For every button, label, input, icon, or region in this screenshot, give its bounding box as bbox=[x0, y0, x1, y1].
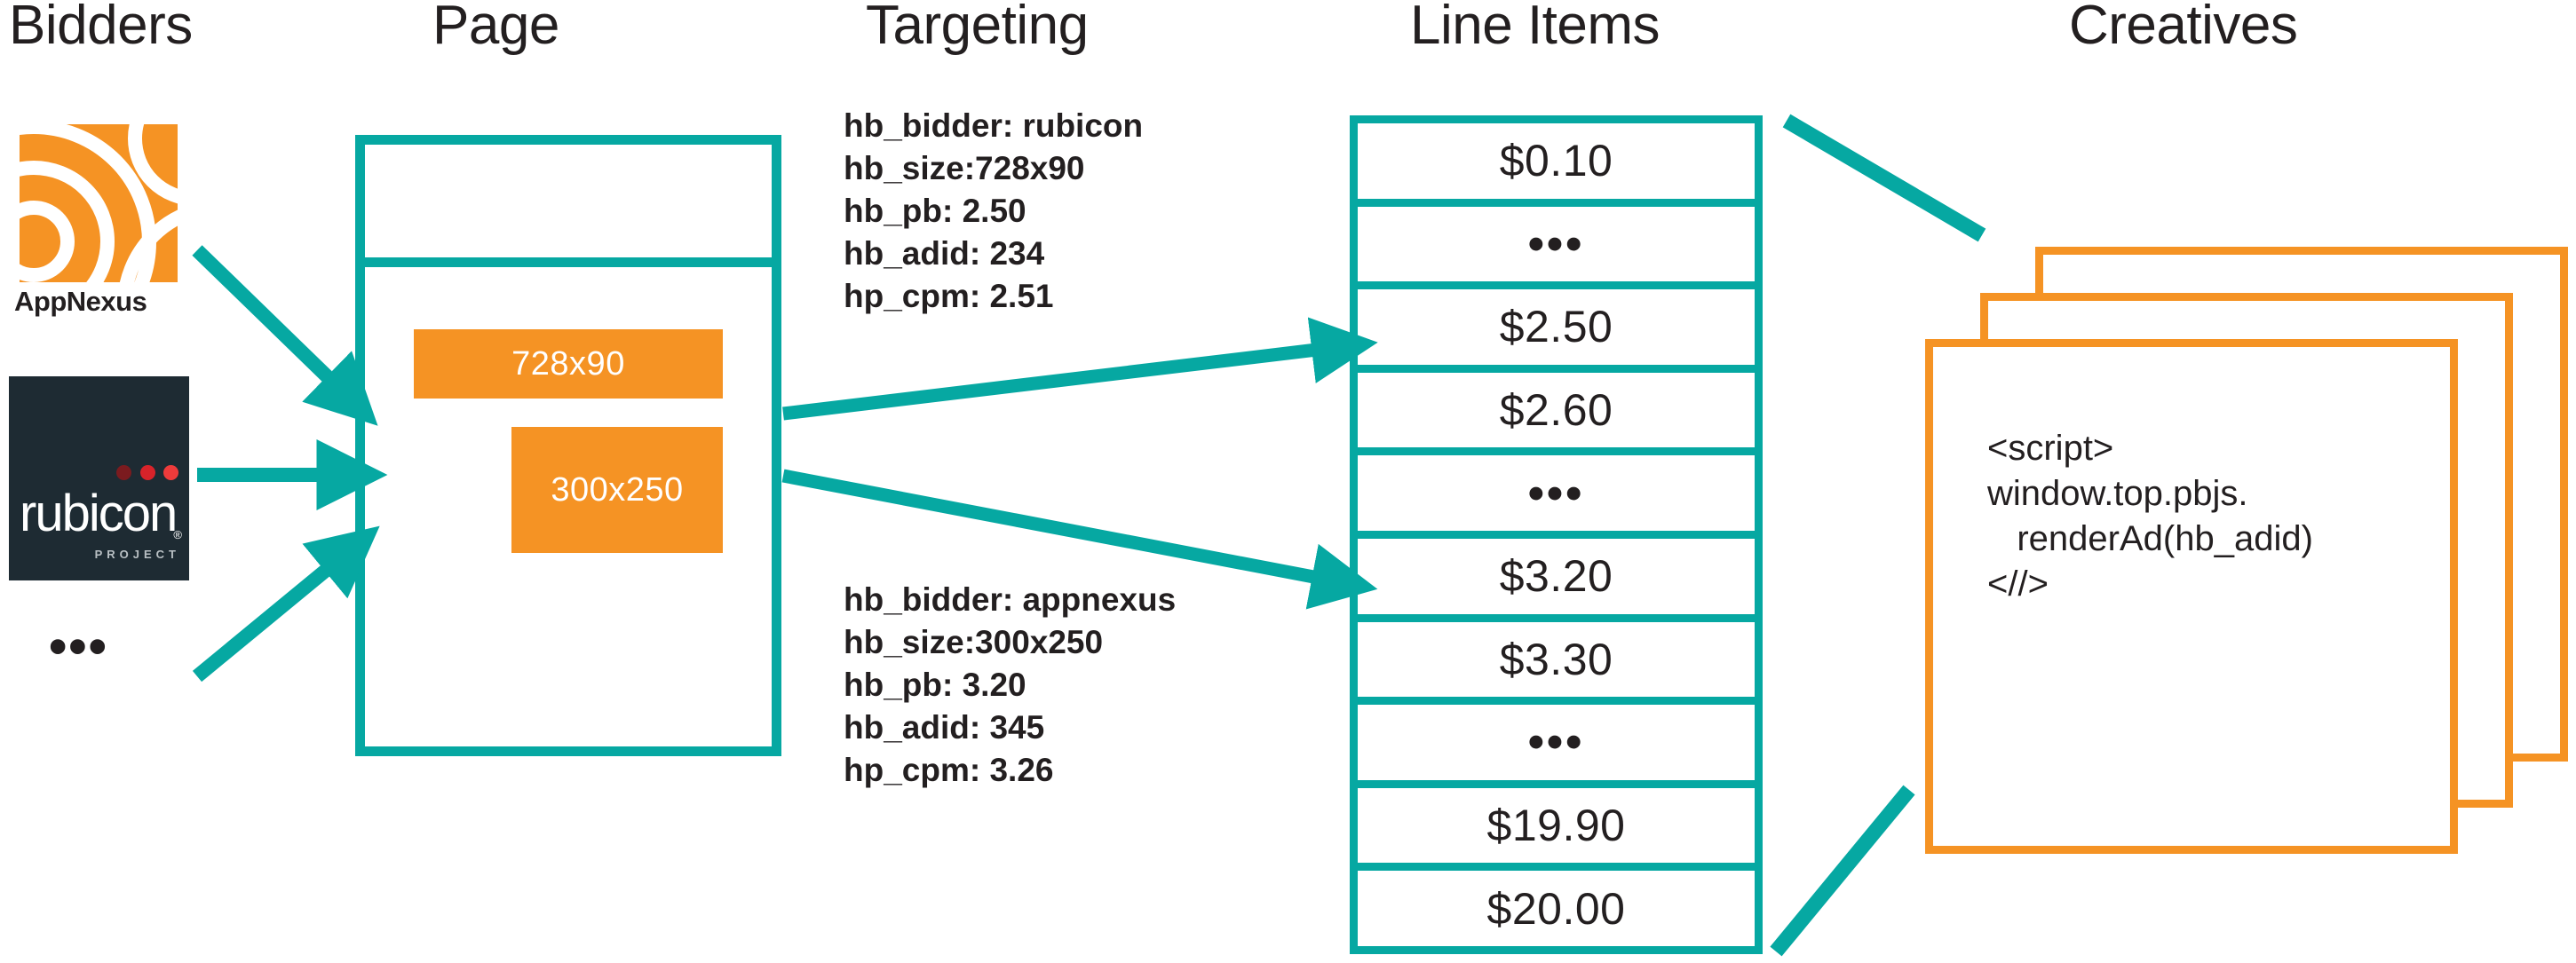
line-items-table: $0.10 ••• $2.50 $2.60 ••• $3.20 $3.30 ••… bbox=[1350, 115, 1763, 954]
targeting-line: hb_bidder: rubicon bbox=[844, 107, 1144, 144]
line-item-row: ••• bbox=[1358, 705, 1755, 780]
rubicon-dot-2 bbox=[139, 465, 155, 481]
creative-card-front[interactable] bbox=[1925, 339, 2458, 854]
bidders-more-ellipsis: ••• bbox=[49, 618, 108, 675]
rubicon-dot-1 bbox=[116, 465, 132, 481]
targeting-line: hb_pb: 2.50 bbox=[844, 193, 1026, 229]
rubicon-project-logo-icon: rubicon ® PROJECT bbox=[9, 376, 189, 580]
line-item-row: ••• bbox=[1358, 455, 1755, 531]
targeting-block-rubicon: hb_bidder: rubicon hb_size:728x90 hb_pb:… bbox=[844, 105, 1143, 318]
creative-code-snippet: <script> window.top.pbjs. renderAd(hb_ad… bbox=[1987, 429, 2313, 604]
rubicon-subtitle: PROJECT bbox=[94, 548, 180, 561]
arrow-other-bidders-to-page bbox=[192, 525, 380, 683]
line-item-row[interactable]: $20.00 bbox=[1358, 871, 1755, 946]
targeting-line: hb_adid: 345 bbox=[844, 709, 1045, 746]
ad-slot-728x90[interactable]: 728x90 bbox=[414, 329, 723, 399]
targeting-line: hb_size:728x90 bbox=[844, 150, 1085, 186]
targeting-line: hp_cpm: 2.51 bbox=[844, 278, 1054, 314]
line-item-row: ••• bbox=[1358, 206, 1755, 282]
targeting-line: hb_size:300x250 bbox=[844, 624, 1104, 660]
column-heading-creatives: Creatives bbox=[2069, 0, 2298, 56]
targeting-line: hb_adid: 234 bbox=[844, 235, 1045, 272]
arrow-page-to-lineitem-320 bbox=[781, 469, 1378, 610]
targeting-block-appnexus: hb_bidder: appnexus hb_size:300x250 hb_p… bbox=[844, 579, 1176, 792]
targeting-line: hb_pb: 3.20 bbox=[844, 667, 1026, 703]
page-panel: 728x90 300x250 bbox=[355, 135, 781, 756]
arrow-appnexus-to-page bbox=[192, 245, 378, 426]
appnexus-logo-icon bbox=[20, 124, 178, 282]
targeting-line: hb_bidder: appnexus bbox=[844, 581, 1177, 618]
page-header-divider bbox=[365, 257, 772, 267]
line-item-row[interactable]: $2.50 bbox=[1358, 289, 1755, 365]
appnexus-label: AppNexus bbox=[14, 286, 147, 317]
rubicon-dots bbox=[112, 465, 178, 481]
connector-lineitems-to-creatives-top bbox=[1782, 114, 1986, 242]
column-heading-lineitems: Line Items bbox=[1410, 0, 1661, 56]
rubicon-dot-3 bbox=[163, 465, 178, 481]
arrow-page-to-lineitem-250 bbox=[782, 317, 1378, 421]
line-item-row[interactable]: $2.60 bbox=[1358, 372, 1755, 448]
column-heading-bidders: Bidders bbox=[9, 0, 193, 56]
column-heading-page: Page bbox=[432, 0, 559, 56]
rubicon-wordmark: rubicon bbox=[20, 485, 178, 542]
connector-lineitems-to-creatives-bottom bbox=[1770, 785, 1915, 957]
column-heading-targeting: Targeting bbox=[866, 0, 1089, 56]
rubicon-registered-mark: ® bbox=[173, 528, 182, 541]
line-item-row[interactable]: $0.10 bbox=[1358, 123, 1755, 199]
ad-slot-300x250[interactable]: 300x250 bbox=[511, 427, 723, 553]
targeting-line: hp_cpm: 3.26 bbox=[844, 752, 1054, 788]
line-item-row[interactable]: $19.90 bbox=[1358, 787, 1755, 864]
line-item-row[interactable]: $3.30 bbox=[1358, 621, 1755, 698]
line-item-row[interactable]: $3.20 bbox=[1358, 538, 1755, 614]
